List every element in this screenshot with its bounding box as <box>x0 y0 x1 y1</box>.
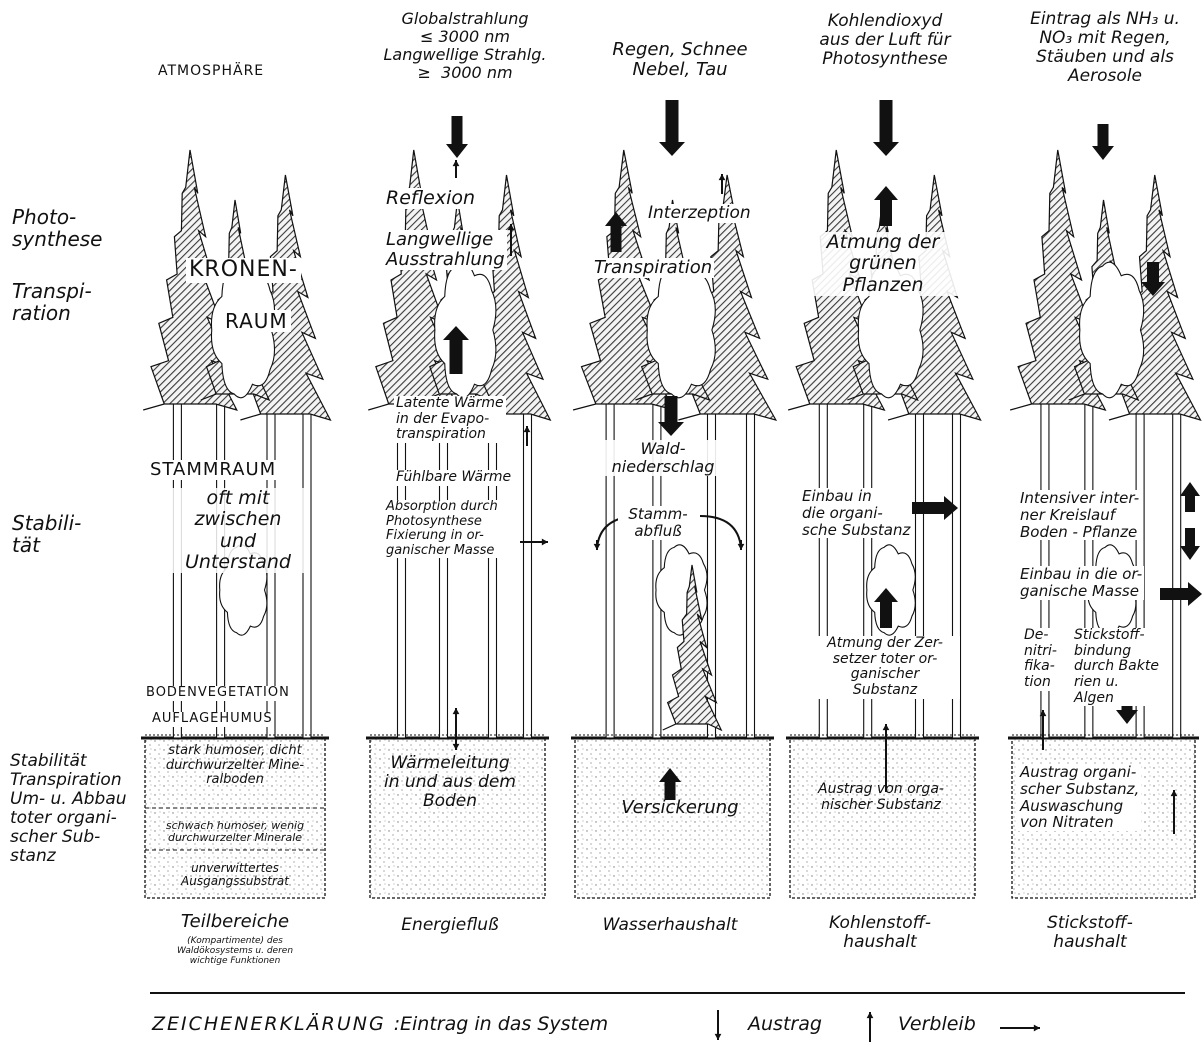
label-stammraum: STAMMRAUM <box>148 460 278 480</box>
caption-teilbereiche-sub: (Kompartimente) des Waldökosystems u. de… <box>150 936 320 966</box>
input-arrow-water <box>659 100 685 156</box>
label-globalstrahlung: Globalstrahlung ≤ 3000 nm Langwellige St… <box>365 10 565 82</box>
tree-trunk <box>489 400 497 738</box>
label-langwellige-ausstrahlung: Langwellige Ausstrahlung <box>384 230 507 270</box>
label-waermeleitung: Wärmeleitung in und aus dem Boden <box>370 754 530 811</box>
absorption-arrow-head <box>542 539 548 546</box>
label-soil-functions: Stabilität Transpiration Um- u. Abbau to… <box>10 752 127 866</box>
label-soil-horizon-2: schwach humoser, wenig durchwurzelter Mi… <box>146 820 324 845</box>
input-arrow-nitrogen <box>1092 124 1114 160</box>
tree-trunk <box>524 400 532 738</box>
label-latente-waerme: Latente Wärme in der Evapo- transpiratio… <box>394 396 506 443</box>
caption-energiefluss: Energiefluß <box>370 916 530 935</box>
label-soil-horizon-3: unverwittertes Ausgangssubstrat <box>146 862 324 889</box>
legend-eintrag-arrow-head <box>715 1034 722 1040</box>
label-stickstoffbindung: Stickstoff- bindung durch Bakte rien u. … <box>1072 628 1161 706</box>
caption-wasserhaushalt: Wasserhaushalt <box>570 916 770 935</box>
label-denitrifikation: De- nitri- fika- tion <box>1022 628 1059 691</box>
legend-verbleib: Verbleib <box>898 1014 976 1035</box>
label-transpiration: Transpi- ration <box>12 280 92 325</box>
label-waldniederschlag: Wald- niederschlag <box>598 440 728 476</box>
input-arrow-carbon <box>873 100 899 156</box>
stammabfluss-right <box>700 516 741 548</box>
label-austrag-nitrate: Austrag organi- scher Substanz, Auswasch… <box>1018 764 1141 831</box>
label-kronen: KRONEN- <box>186 258 301 283</box>
label-unterstand: oft mit zwischen und Unterstand <box>168 488 308 573</box>
legend-title: ZEICHENERKLÄRUNG : <box>152 1014 402 1035</box>
soil-box <box>790 738 975 898</box>
legend-austrag: Austrag <box>748 1014 822 1035</box>
label-atmung-zersetzer: Atmung der Zer- setzer toter or- ganisch… <box>810 636 960 699</box>
austrag-carbon-arrow-head <box>883 724 890 730</box>
legend-verbleib-arrow-head <box>1034 1025 1040 1032</box>
input-arrow-energy <box>446 116 468 158</box>
label-atmung-gruene-pflanzen: Atmung der grünen Pflanzen <box>808 232 958 296</box>
tree-trunk <box>747 400 755 738</box>
label-atmosphaere: ATMOSPHÄRE <box>158 64 264 80</box>
label-fuehlbare-waerme: Fühlbare Wärme <box>394 470 513 486</box>
caption-kohlenstoffhaushalt: Kohlenstoff- haushalt <box>790 914 970 952</box>
label-einbau-organische-masse: Einbau in die or- ganische Masse <box>1018 566 1144 600</box>
caption-stickstoffhaushalt: Stickstoff- haushalt <box>1010 914 1170 952</box>
label-photosynthese: Photo- synthese <box>12 206 102 251</box>
label-soil-horizon-1: stark humoser, dicht durchwurzelter Mine… <box>146 744 324 788</box>
label-stammabfluss: Stamm- abfluß <box>618 506 698 540</box>
label-bodenvegetation: BODENVEGETATION <box>146 686 290 701</box>
reflexion-arrow-head <box>453 160 460 166</box>
caption-teilbereiche: Teilbereiche <box>140 912 330 932</box>
label-auflagehumus: AUFLAGEHUMUS <box>152 712 273 727</box>
label-stabilitaet: Stabili- tät <box>12 512 81 557</box>
legend-eintrag: Eintrag in das System <box>400 1014 608 1035</box>
label-absorption: Absorption durch Photosynthese Fixierung… <box>384 500 500 558</box>
kreislauf-up-arrow <box>1180 528 1200 560</box>
kreislauf-down-arrow <box>1180 482 1200 512</box>
label-reflexion: Reflexion <box>384 188 477 209</box>
label-transpiration-wasser: Transpiration <box>592 258 714 278</box>
stammabfluss-right-head-head <box>738 544 745 550</box>
label-austrag-organisch: Austrag von orga- nischer Substanz <box>796 782 966 813</box>
label-niederschlag-input: Regen, Schnee Nebel, Tau <box>590 40 770 80</box>
label-raum: RAUM <box>222 310 291 332</box>
tree-trunk <box>1173 400 1181 738</box>
stammabfluss-left-head-head <box>594 544 601 550</box>
legend-austrag-arrow-head <box>867 1012 874 1018</box>
atmung-arrow <box>874 186 898 226</box>
waermeleitung-up-arrow-head <box>453 708 460 714</box>
label-stickstoff-eintrag: Eintrag als NH₃ u. NO₃ mit Regen, Stäube… <box>1010 10 1200 86</box>
tree-trunk <box>440 400 448 738</box>
interzeption-arrow-head <box>719 174 726 180</box>
label-kreislauf: Intensiver inter- ner Kreislauf Boden - … <box>1018 490 1141 540</box>
label-einbau-organisch: Einbau in die organi- sche Substanz <box>800 488 912 538</box>
label-interzeption: Interzeption <box>646 204 753 223</box>
label-versickerung: Versickerung <box>580 798 780 818</box>
tree-trunk <box>398 400 406 738</box>
label-kohlendioxyd: Kohlendioxyd aus der Luft für Photosynth… <box>795 12 975 69</box>
